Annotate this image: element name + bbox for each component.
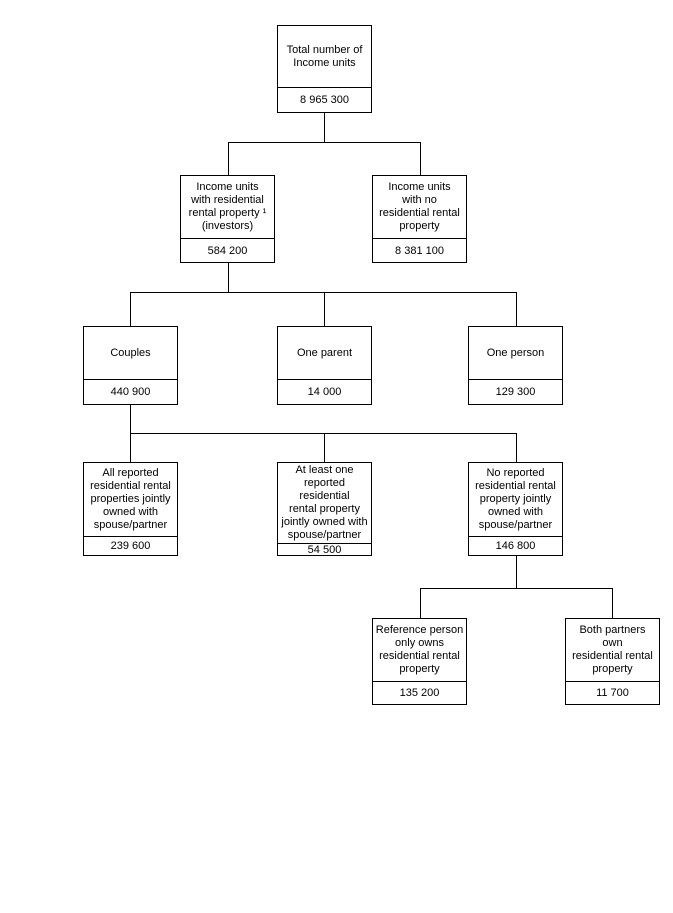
node-label: Reference person only owns residential r… bbox=[373, 619, 466, 682]
connector-bus-level2 bbox=[228, 142, 421, 143]
connector-none-joint-down bbox=[516, 556, 517, 588]
connector-bus-level3 bbox=[130, 292, 517, 293]
node-label: Couples bbox=[84, 327, 177, 380]
node-label: One person bbox=[469, 327, 562, 380]
connector-drop-reference-only bbox=[420, 588, 421, 618]
node-label: Income units with no residential rental … bbox=[373, 176, 466, 239]
node-label: Both partners own residential rental pro… bbox=[566, 619, 659, 682]
node-label: One parent bbox=[278, 327, 371, 380]
connector-drop-no-property bbox=[420, 142, 421, 175]
connector-drop-none-joint bbox=[516, 433, 517, 462]
node-all-jointly-owned: All reported residential rental properti… bbox=[83, 462, 178, 556]
node-value: 129 300 bbox=[495, 386, 536, 398]
node-no-rental-property: Income units with no residential rental … bbox=[372, 175, 467, 263]
node-value: 8 381 100 bbox=[395, 244, 444, 257]
node-value: 54 500 bbox=[307, 544, 342, 556]
connector-drop-at-least-one-joint bbox=[324, 433, 325, 462]
connector-drop-all-joint bbox=[130, 433, 131, 462]
connector-investors-down bbox=[228, 263, 229, 292]
node-label: No reported residential rental property … bbox=[469, 463, 562, 537]
node-value: 8 965 300 bbox=[300, 94, 349, 106]
connector-drop-investors bbox=[228, 142, 229, 175]
node-one-parent: One parent 14 000 bbox=[277, 326, 372, 405]
connector-bus-level4 bbox=[130, 433, 517, 434]
node-label: At least one reported residential rental… bbox=[278, 463, 371, 544]
node-value: 11 700 bbox=[596, 687, 629, 699]
node-couples: Couples 440 900 bbox=[83, 326, 178, 405]
connector-drop-one-person bbox=[516, 292, 517, 326]
node-value: 440 900 bbox=[110, 386, 151, 398]
node-value: 14 000 bbox=[307, 386, 342, 398]
node-value: 146 800 bbox=[495, 540, 536, 552]
connector-bus-level5 bbox=[420, 588, 613, 589]
node-both-partners-own: Both partners own residential rental pro… bbox=[565, 618, 660, 705]
node-label: All reported residential rental properti… bbox=[84, 463, 177, 537]
connector-couples-down bbox=[130, 405, 131, 433]
connector-drop-couples bbox=[130, 292, 131, 326]
node-reference-person-only-owns: Reference person only owns residential r… bbox=[372, 618, 467, 705]
connector-total-down bbox=[324, 113, 325, 142]
connector-drop-one-parent bbox=[324, 292, 325, 326]
node-value: 584 200 bbox=[207, 244, 248, 257]
node-label: Total number of Income units bbox=[278, 26, 371, 88]
node-value: 135 200 bbox=[399, 687, 440, 699]
node-no-jointly-owned: No reported residential rental property … bbox=[468, 462, 563, 556]
node-label: Income units with residential rental pro… bbox=[181, 176, 274, 239]
connector-drop-both-partners bbox=[612, 588, 613, 618]
node-investors: Income units with residential rental pro… bbox=[180, 175, 275, 263]
node-value: 239 600 bbox=[110, 540, 151, 552]
node-at-least-one-jointly-owned: At least one reported residential rental… bbox=[277, 462, 372, 556]
node-total-income-units: Total number of Income units 8 965 300 bbox=[277, 25, 372, 113]
node-one-person: One person 129 300 bbox=[468, 326, 563, 405]
